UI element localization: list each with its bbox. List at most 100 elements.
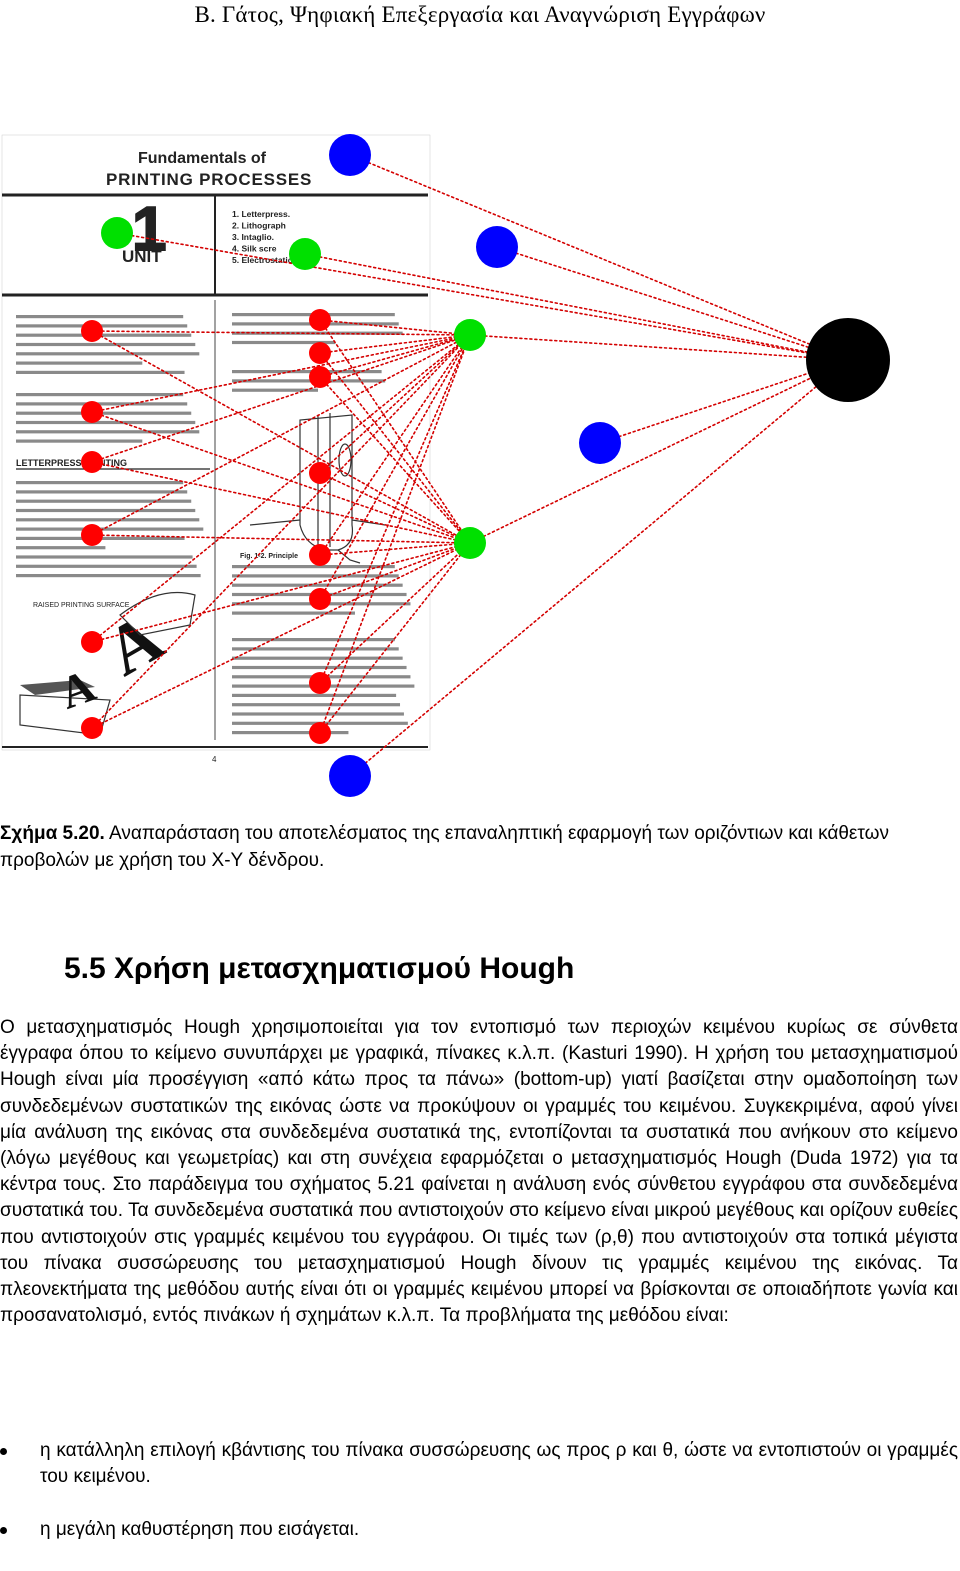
scan-text-line <box>16 518 200 522</box>
scan-text-line <box>16 481 184 485</box>
scan-text-line <box>16 402 188 406</box>
level2-node <box>476 226 518 268</box>
scan-text-line <box>16 333 192 337</box>
list-item: η μεγάλη καθυστέρηση που εισάγεται. <box>0 1517 958 1543</box>
tree-nodes <box>81 134 890 797</box>
scan-contents-item: 3. Intaglio. <box>232 232 274 242</box>
tree-edge <box>116 232 849 361</box>
section-heading: 5.5 Χρήση μετασχηματισμού Hough <box>64 952 575 985</box>
tree-edge <box>91 334 471 413</box>
scan-text-line <box>232 370 382 374</box>
tree-edge <box>349 359 849 777</box>
tree-edge <box>319 319 471 544</box>
tree-edge <box>91 461 471 544</box>
list-item-text: η μεγάλη καθυστέρηση που εισάγεται. <box>40 1519 360 1541</box>
leaf-node <box>309 309 331 331</box>
scan-text-line <box>16 420 196 425</box>
problems-list: η κατάλληλη επιλογή κβάντισης του πίνακα… <box>0 1438 958 1571</box>
leaf-node <box>309 342 331 364</box>
scan-text-line <box>16 508 196 513</box>
tree-edge <box>319 334 471 600</box>
scan-text-line <box>232 665 407 670</box>
tree-edge <box>319 334 471 684</box>
scan-text-line <box>16 430 200 434</box>
leaf-node <box>309 544 331 566</box>
level1-node <box>101 217 133 249</box>
tree-edge <box>319 542 471 684</box>
scan-unit-label: UNIT <box>122 247 162 266</box>
scan-text-line <box>16 352 200 356</box>
tree-edge <box>319 319 471 336</box>
tree-edge <box>91 334 471 463</box>
scan-text-line <box>16 411 192 415</box>
leaf-node <box>81 631 103 653</box>
tree-edge <box>319 352 471 544</box>
tree-edge <box>599 359 849 444</box>
scan-page-number: 4 <box>212 755 217 764</box>
scan-text-line <box>16 527 204 531</box>
leaf-node <box>309 672 331 694</box>
level1-node <box>289 238 321 270</box>
scan-text-line <box>232 611 355 615</box>
scan-figure-label: Fig. 1-2. Principle <box>240 553 298 560</box>
scan-contents-item: 4. Silk scre <box>232 244 277 254</box>
tree-edge <box>91 542 471 729</box>
tree-edge <box>91 334 471 643</box>
scan-text-line <box>232 565 395 569</box>
figure-caption: Σχήμα 5.20. Αναπαράσταση του αποτελέσματ… <box>0 820 958 874</box>
scan-text-line <box>16 439 143 443</box>
scan-contents-item: 1. Letterpress. <box>232 209 290 219</box>
scan-text-line <box>16 342 196 347</box>
tree-edge <box>319 334 471 556</box>
root-node <box>806 318 890 402</box>
scan-text-line <box>16 361 143 365</box>
scan-text-line <box>16 546 106 550</box>
tree-edge <box>91 330 471 544</box>
running-header: Β. Γάτος, Ψηφιακή Επεξεργασία και Αναγνώ… <box>194 2 766 27</box>
scanned-document: Fundamentals of PRINTING PROCESSES 1 UNI… <box>1 134 431 764</box>
scan-contents-item: 5. Electrostatic. <box>232 255 295 265</box>
tree-edge <box>319 334 471 474</box>
scan-text-line <box>232 340 336 345</box>
tree-edge <box>91 330 471 336</box>
scan-text-line <box>232 583 403 587</box>
scan-title-line2: PRINTING PROCESSES <box>106 170 312 189</box>
tree-edge <box>304 253 849 361</box>
scan-text-line <box>232 712 404 716</box>
scan-text-line <box>232 693 397 697</box>
tree-edge <box>496 246 849 361</box>
tree-edge <box>319 334 471 354</box>
xy-tree-figure: Fundamentals of PRINTING PROCESSES 1 UNI… <box>1 134 890 797</box>
scan-text-line <box>232 638 395 642</box>
scan-text-line <box>16 315 184 319</box>
scan-text-line <box>232 647 399 651</box>
list-item-text: η κατάλληλη επιλογή κβάντισης του πίνακα… <box>40 1440 958 1488</box>
leaf-node <box>309 588 331 610</box>
bullet-icon <box>0 1527 7 1535</box>
leaf-node <box>81 451 103 473</box>
tree-edge <box>91 411 471 544</box>
tree-edges <box>91 154 849 777</box>
level2-node <box>329 134 371 176</box>
scan-side-label: RAISED PRINTING SURFACE <box>33 602 130 609</box>
level1-node <box>454 319 486 351</box>
leaf-node <box>81 320 103 342</box>
tree-edge <box>319 542 471 734</box>
scan-section-label: LETTERPRESS PRINTING <box>16 458 127 468</box>
scan-text-line <box>16 574 201 578</box>
list-item: η κατάλληλη επιλογή κβάντισης του πίνακα… <box>0 1438 958 1490</box>
tree-edge <box>319 376 471 544</box>
scan-text-line <box>232 379 386 383</box>
bullet-icon <box>0 1448 7 1455</box>
level2-node <box>329 755 371 797</box>
tree-edge <box>91 334 471 536</box>
tree-edge <box>349 154 849 361</box>
scan-text-line <box>16 490 188 494</box>
scan-text-line <box>232 656 403 660</box>
tree-edge <box>319 542 471 600</box>
tree-edge <box>91 334 471 729</box>
scan-text-line <box>16 499 192 503</box>
tree-edge <box>91 534 471 544</box>
leaf-node <box>309 366 331 388</box>
